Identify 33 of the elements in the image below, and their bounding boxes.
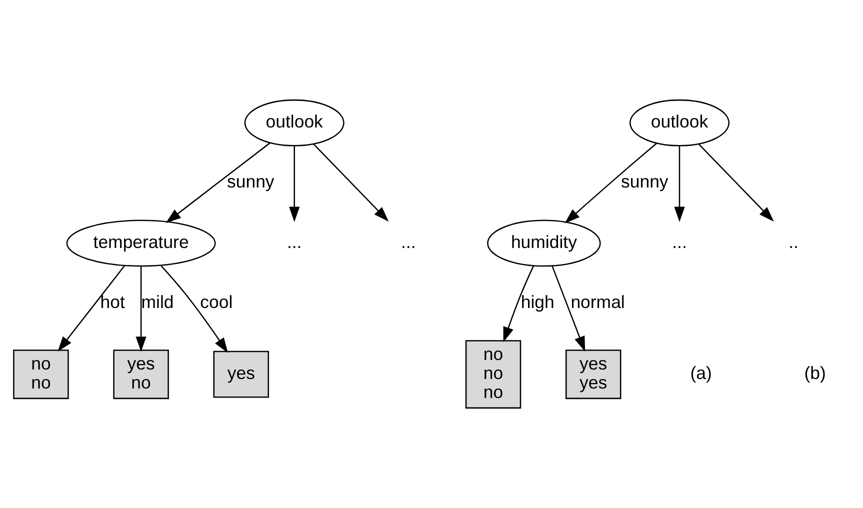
arrow	[564, 142, 658, 224]
arrow	[552, 266, 586, 352]
arrow	[58, 265, 126, 352]
node-text: ...	[400, 232, 416, 252]
node-text: ...	[672, 232, 687, 252]
label: (a)	[690, 363, 712, 384]
label: (b)	[804, 363, 826, 384]
node-text: ..	[788, 232, 798, 252]
arrow	[166, 142, 270, 223]
node-box: yes	[213, 350, 270, 398]
arrow	[313, 144, 389, 222]
node-box: no no	[13, 350, 69, 400]
arrow	[160, 265, 228, 353]
edge-label: sunny	[226, 172, 274, 192]
arrow	[136, 266, 146, 352]
node-box: yes no	[113, 350, 169, 400]
arrow	[698, 144, 774, 222]
node-ellipse: outlook	[244, 99, 344, 146]
arrow	[503, 266, 534, 342]
node-ellipse: outlook	[629, 99, 730, 146]
node-box: yes yes	[565, 350, 622, 400]
node-box: no no no	[465, 340, 522, 409]
arrow	[289, 146, 300, 222]
node-ellipse: temperature	[66, 220, 216, 267]
edge-label: normal	[570, 292, 625, 312]
node-ellipse: humidity	[487, 220, 601, 267]
edge-label: hot	[100, 292, 125, 312]
edge-label: cool	[200, 292, 233, 312]
node-text: ...	[286, 232, 302, 252]
edge-label: high	[520, 292, 554, 312]
edge-label: mild	[141, 292, 174, 312]
arrow	[674, 146, 685, 222]
edge-label: sunny	[621, 172, 668, 192]
